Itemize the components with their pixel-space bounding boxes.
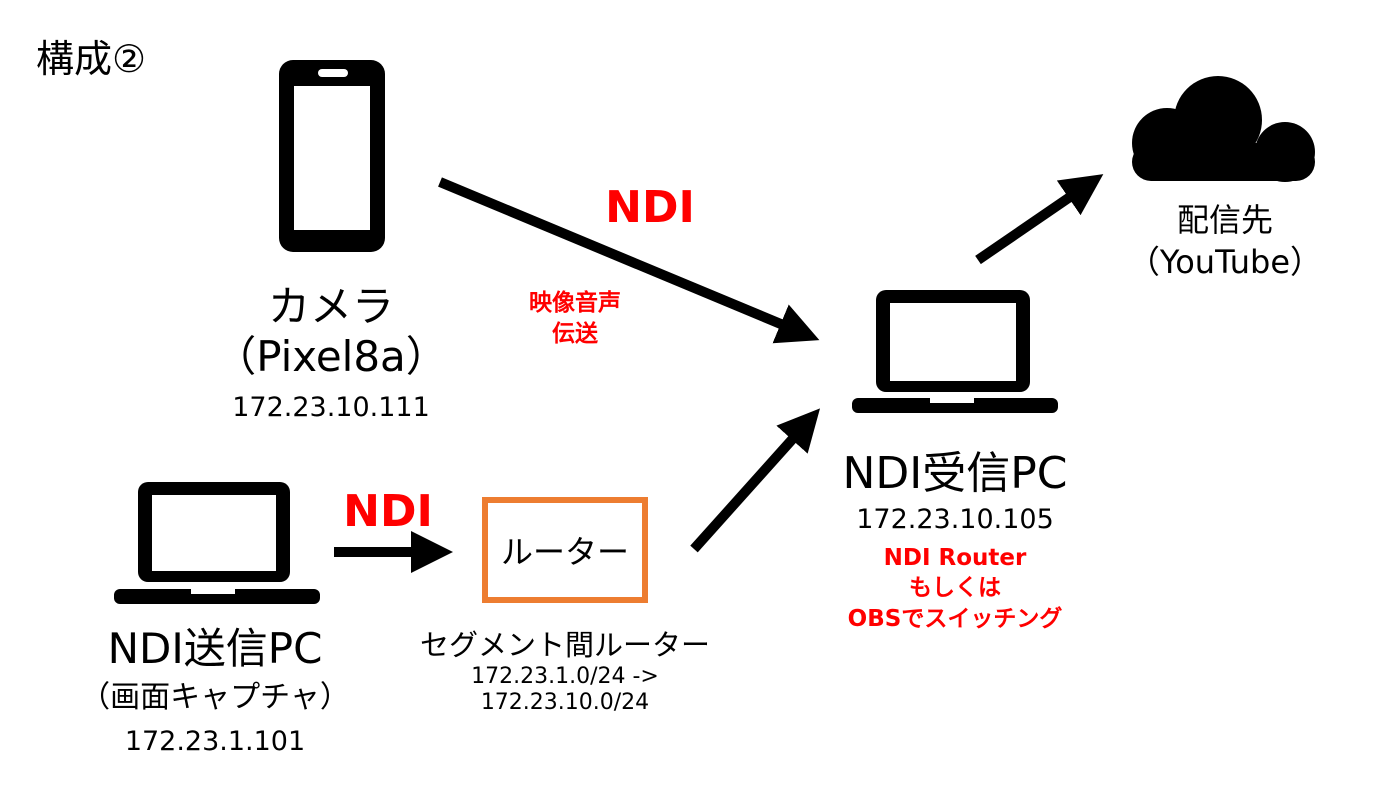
receiver-to-cloud-arrow [975,174,1104,265]
smartphone-icon [279,60,385,252]
camera-link-payload: 映像音声 伝送 [510,288,640,350]
sender-laptop-icon [114,482,320,604]
receiver-name: NDI受信PC [842,448,1068,499]
camera-link-protocol: NDI [605,182,695,233]
receiver-ip: 172.23.10.105 [856,504,1054,535]
destination-service: （YouTube） [1127,242,1323,281]
camera-ip: 172.23.10.111 [232,392,430,423]
payload-line2: 伝送 [552,321,598,348]
camera-to-receiver-arrow [438,177,820,344]
router-to-receiver-arrow [690,408,821,553]
camera-model: （Pixel8a） [214,331,448,381]
sender-ip: 172.23.1.101 [124,726,306,757]
router-route: 172.23.1.0/24 -> 172.23.10.0/24 [410,664,720,717]
payload-line1: 映像音声 [529,290,621,316]
cloud-icon [1132,76,1315,182]
receiver-laptop-icon [852,290,1058,413]
camera-name: カメラ [267,282,394,331]
receiver-note-line2: もしくは [909,575,1001,602]
router-box: ルーター [482,497,648,603]
destination-name: 配信先 [1176,201,1273,239]
sender-name: NDI送信PC [107,624,323,673]
receiver-note: NDI Router もしくは OBSでスイッチング [800,543,1110,634]
router-box-label: ルーター [500,533,629,571]
sender-sub: （画面キャプチャ） [80,680,350,715]
router-route-line2: 172.23.10.0/24 [480,690,650,716]
destination-label: 配信先 （YouTube） [1100,200,1350,283]
receiver-note-line1: NDI Router [883,545,1027,571]
sender-link-protocol: NDI [343,486,433,537]
diagram-title: 構成② [36,37,147,81]
router-name: セグメント間ルーター [419,628,710,662]
router-route-line1: 172.23.1.0/24 -> [471,664,659,689]
camera-label: カメラ （Pixel8a） [196,282,466,381]
receiver-note-line3: OBSでスイッチング [847,605,1063,632]
